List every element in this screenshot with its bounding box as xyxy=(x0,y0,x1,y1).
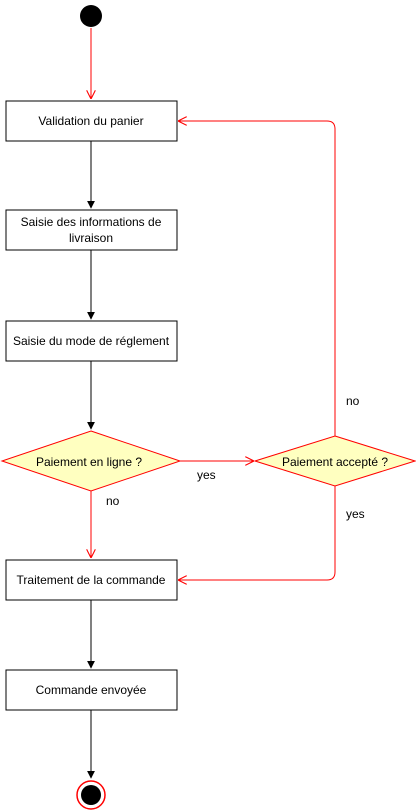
action-traitement-commande: Traitement de la commande xyxy=(5,559,178,601)
action-commande-envoyee: Commande envoyée xyxy=(5,669,178,711)
edge-paiement-accepte-no xyxy=(178,121,336,436)
decision-paiement-accepte: Paiement accepté ? xyxy=(253,435,416,487)
edge-label-en-ligne-yes: yes xyxy=(197,468,216,482)
action-saisie-mode-label: Saisie du mode de réglement xyxy=(13,334,170,348)
decision-paiement-en-ligne: Paiement en ligne ? xyxy=(0,430,182,492)
action-validation-du-panier: Validation du panier xyxy=(5,100,178,142)
edge-label-accepte-no: no xyxy=(346,394,360,408)
edge-label-accepte-yes: yes xyxy=(346,507,365,521)
final-node xyxy=(76,780,106,810)
action-saisie-mode-reglement: Saisie du mode de réglement xyxy=(5,320,178,362)
decision-paiement-accepte-label: Paiement accepté ? xyxy=(282,455,388,469)
action-saisie-informations-livraison: Saisie des informations de livraison xyxy=(5,209,178,251)
action-saisie-info-label-line1: Saisie des informations de xyxy=(21,215,162,229)
action-commande-envoyee-label: Commande envoyée xyxy=(36,683,147,697)
edge-paiement-accepte-yes xyxy=(178,486,336,580)
edge-label-en-ligne-no: no xyxy=(106,494,120,508)
decision-paiement-en-ligne-label: Paiement en ligne ? xyxy=(36,455,142,469)
initial-node xyxy=(80,5,102,27)
action-traitement-label: Traitement de la commande xyxy=(17,573,166,587)
action-saisie-info-label-line2: livraison xyxy=(69,231,113,245)
action-validation-label: Validation du panier xyxy=(38,114,143,128)
